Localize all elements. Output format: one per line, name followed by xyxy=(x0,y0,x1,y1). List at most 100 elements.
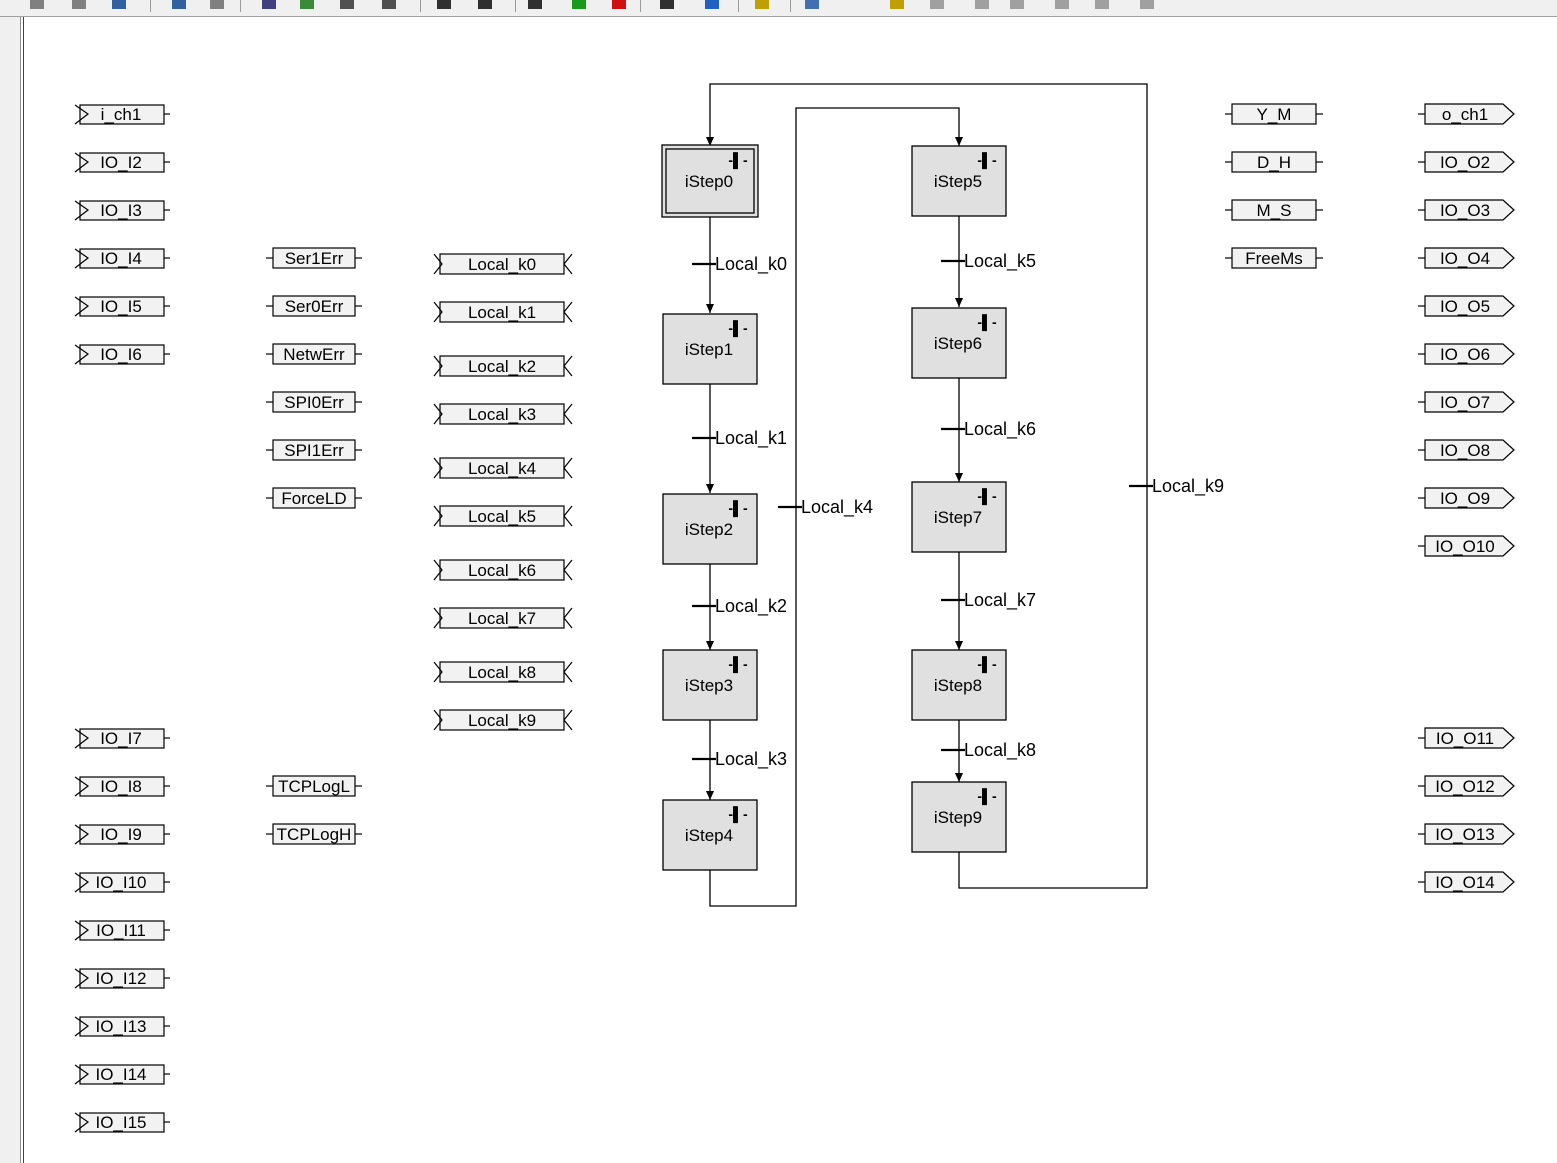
input-tag[interactable]: IO_I12 xyxy=(74,968,170,989)
input-tag[interactable]: IO_I14 xyxy=(74,1064,170,1085)
input-tag[interactable]: IO_I4 xyxy=(74,248,170,269)
forward-icon[interactable] xyxy=(300,0,314,9)
output-tag[interactable]: IO_O8 xyxy=(1418,439,1515,461)
input-tag[interactable]: IO_I2 xyxy=(74,152,170,173)
step-icon[interactable] xyxy=(705,0,719,9)
help-icon[interactable] xyxy=(930,0,944,9)
input-tag[interactable]: IO_I10 xyxy=(74,872,170,893)
local-var-tag[interactable]: Local_k7 xyxy=(433,607,573,629)
stop-icon[interactable] xyxy=(660,0,674,9)
system-var-tag[interactable]: TCPLogH xyxy=(266,823,362,845)
align-right-icon[interactable] xyxy=(1055,0,1069,9)
view-icon[interactable] xyxy=(340,0,354,9)
system-var-tag[interactable]: NetwErr xyxy=(266,343,362,365)
undo-icon[interactable] xyxy=(30,0,44,9)
output-tag[interactable]: IO_O9 xyxy=(1418,487,1515,509)
system-var-tag[interactable]: TCPLogL xyxy=(266,775,362,797)
connect-icon[interactable] xyxy=(382,0,396,9)
system-var-tag[interactable]: Ser1Err xyxy=(266,247,362,269)
align-top-icon[interactable] xyxy=(1140,0,1154,9)
input-tag[interactable]: i_ch1 xyxy=(74,104,170,125)
sfc-step[interactable]: -▌-iStep8 xyxy=(911,649,1007,721)
sfc-step[interactable]: -▌-iStep1 xyxy=(662,313,758,385)
transition[interactable]: Local_k3 xyxy=(692,749,787,770)
system-var-tag[interactable]: ForceLD xyxy=(266,487,362,509)
copy-icon[interactable] xyxy=(172,0,186,9)
align-center-icon[interactable] xyxy=(1010,0,1024,9)
local-var-tag[interactable]: Local_k0 xyxy=(433,253,573,275)
sfc-step[interactable]: -▌-iStep3 xyxy=(662,649,758,721)
local-var-tag[interactable]: Local_k2 xyxy=(433,355,573,377)
input-tag[interactable]: IO_I13 xyxy=(74,1016,170,1037)
sfc-step[interactable]: -▌-iStep9 xyxy=(911,781,1007,853)
run-icon[interactable] xyxy=(612,0,626,9)
monitor-icon[interactable] xyxy=(890,0,904,9)
sfc-step[interactable]: -▌-iStep5 xyxy=(911,145,1007,217)
output-tag[interactable]: IO_O2 xyxy=(1418,151,1515,173)
redo-icon[interactable] xyxy=(72,0,86,9)
distribute-icon[interactable] xyxy=(1095,0,1109,9)
preview-icon[interactable] xyxy=(572,0,586,9)
output-tag[interactable]: IO_O10 xyxy=(1418,535,1515,557)
time-var-tag[interactable]: D_H xyxy=(1225,151,1323,173)
output-tag[interactable]: IO_O11 xyxy=(1418,727,1515,749)
transition[interactable]: Local_k2 xyxy=(692,596,787,617)
sfc-step[interactable]: -▌-iStep0 xyxy=(661,144,759,218)
transition[interactable]: Local_k0 xyxy=(692,254,787,275)
output-tag[interactable]: IO_O5 xyxy=(1418,295,1515,317)
local-var-tag[interactable]: Local_k1 xyxy=(433,301,573,323)
output-tag[interactable]: IO_O7 xyxy=(1418,391,1515,413)
paste-icon[interactable] xyxy=(210,0,224,9)
input-tag[interactable]: IO_I15 xyxy=(74,1112,170,1133)
input-tag[interactable]: IO_I7 xyxy=(74,728,170,749)
output-tag[interactable]: IO_O12 xyxy=(1418,775,1515,797)
time-var-tag[interactable]: Y_M xyxy=(1225,103,1323,125)
input-tag[interactable]: IO_I6 xyxy=(74,344,170,365)
input-tag[interactable]: IO_I9 xyxy=(74,824,170,845)
output-tag[interactable]: o_ch1 xyxy=(1418,103,1515,125)
input-tag[interactable]: IO_I8 xyxy=(74,776,170,797)
output-tag[interactable]: IO_O13 xyxy=(1418,823,1515,845)
local-var-tag[interactable]: Local_k3 xyxy=(433,403,573,425)
align-left-icon[interactable] xyxy=(975,0,989,9)
local-var-tag[interactable]: Local_k4 xyxy=(433,457,573,479)
sfc-step[interactable]: -▌-iStep4 xyxy=(662,799,758,871)
transition-label: Local_k8 xyxy=(964,740,1036,761)
sfc-step[interactable]: -▌-iStep7 xyxy=(911,481,1007,553)
local-var-tag[interactable]: Local_k9 xyxy=(433,709,573,731)
transition[interactable]: Local_k8 xyxy=(941,740,1036,761)
input-tag-label: IO_I9 xyxy=(100,825,142,844)
system-var-tag[interactable]: Ser0Err xyxy=(266,295,362,317)
local-var-tag[interactable]: Local_k5 xyxy=(433,505,573,527)
folder-icon[interactable] xyxy=(805,0,819,9)
print-icon[interactable] xyxy=(528,0,542,9)
local-var-tag[interactable]: Local_k8 xyxy=(433,661,573,683)
transition[interactable]: Local_k4 xyxy=(778,497,873,518)
input-tag[interactable]: IO_I11 xyxy=(74,920,170,941)
output-tag[interactable]: IO_O3 xyxy=(1418,199,1515,221)
sfc-step[interactable]: -▌-iStep2 xyxy=(662,493,758,565)
transition[interactable]: Local_k1 xyxy=(692,428,787,449)
time-var-tag[interactable]: FreeMs xyxy=(1225,247,1323,269)
local-var-tag[interactable]: Local_k6 xyxy=(433,559,573,581)
output-tag[interactable]: IO_O14 xyxy=(1418,871,1515,893)
output-tag[interactable]: IO_O6 xyxy=(1418,343,1515,365)
zoom-icon[interactable] xyxy=(437,0,451,9)
back-icon[interactable] xyxy=(262,0,276,9)
transition[interactable]: Local_k6 xyxy=(941,419,1036,440)
step-action-marker-icon: -▌- xyxy=(977,656,997,674)
transition[interactable]: Local_k7 xyxy=(941,590,1036,611)
zoom-fit-icon[interactable] xyxy=(478,0,492,9)
link-icon[interactable] xyxy=(755,0,769,9)
output-tag[interactable]: IO_O4 xyxy=(1418,247,1515,269)
transition[interactable]: Local_k5 xyxy=(941,251,1036,272)
sfc-step[interactable]: -▌-iStep6 xyxy=(911,307,1007,379)
system-var-tag[interactable]: SPI0Err xyxy=(266,391,362,413)
cut-icon[interactable] xyxy=(112,0,126,9)
transition[interactable]: Local_k9 xyxy=(1129,476,1224,497)
time-var-tag[interactable]: M_S xyxy=(1225,199,1323,221)
system-var-tag[interactable]: SPI1Err xyxy=(266,439,362,461)
input-tag[interactable]: IO_I5 xyxy=(74,296,170,317)
input-tag[interactable]: IO_I3 xyxy=(74,200,170,221)
